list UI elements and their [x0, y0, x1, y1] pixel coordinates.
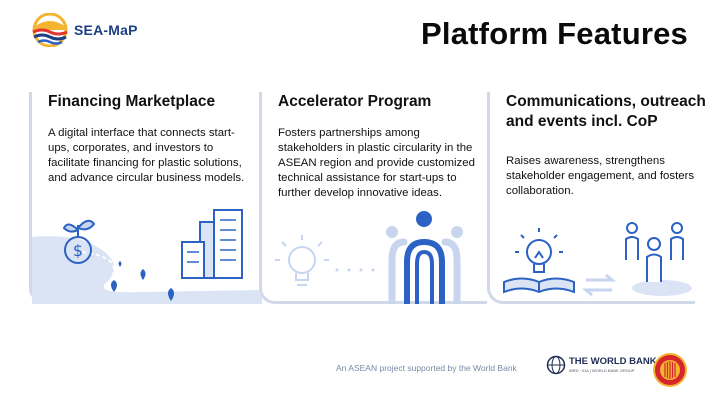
feature-title: Financing Marketplace — [48, 93, 216, 110]
feature-description: A digital interface that connects start-… — [48, 127, 245, 185]
feature-title: Communications, outreach and events incl… — [506, 93, 706, 131]
world-bank-name: THE WORLD BANK — [569, 355, 657, 367]
feature-title: Accelerator Program — [278, 93, 432, 110]
page-title: Platform Features — [421, 16, 688, 51]
dotted-line-icon — [335, 268, 375, 272]
feature-card-accelerator: Accelerator Program Fosters partnerships… — [259, 92, 487, 304]
dollar-plant-icon: $ — [62, 219, 96, 264]
people-network-icon — [625, 222, 692, 296]
world-bank-logo: THE WORLD BANK IBRD · IDA | WORLD BANK G… — [546, 355, 657, 375]
lightbulb-icon — [275, 235, 329, 286]
exchange-arrows-icon — [581, 273, 617, 297]
footer-tagline: An ASEAN project supported by the World … — [336, 363, 517, 373]
group-people-icon — [386, 211, 463, 304]
map-pin-icon — [111, 261, 174, 301]
book-lightbulb-icon — [503, 228, 575, 294]
communications-illustration — [503, 222, 692, 297]
accelerator-illustration — [275, 211, 463, 304]
feature-description: Fosters partnerships among stakeholders … — [278, 127, 475, 200]
world-bank-subtitle: IBRD · IDA | WORLD BANK GROUP — [569, 368, 635, 374]
building-icon — [181, 209, 243, 279]
svg-text:$: $ — [73, 241, 83, 260]
feature-card-communications: Communications, outreach and events incl… — [487, 92, 706, 304]
feature-description: Raises awareness, strengthens stakeholde… — [506, 155, 695, 198]
financing-illustration: $ — [32, 209, 262, 304]
feature-card-financing: Financing Marketplace A digital interfac… — [29, 92, 262, 304]
asean-emblem-icon — [653, 353, 687, 387]
brand-logo: SEA-MaP — [30, 13, 138, 47]
brand-name: SEA-MaP — [74, 22, 138, 38]
globe-icon — [546, 355, 566, 375]
sea-map-logo-icon — [32, 13, 68, 47]
